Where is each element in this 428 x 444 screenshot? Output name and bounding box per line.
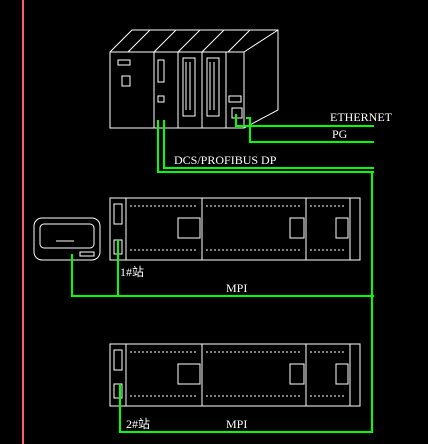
plc-station-2	[109, 343, 361, 407]
profibus-label: DCS/PROFIBUS DP	[174, 153, 277, 167]
profibus-cable	[157, 120, 374, 173]
mpi-trunk	[119, 172, 373, 433]
ethernet-cable	[235, 114, 374, 127]
mpi-label-2: MPI	[226, 417, 247, 431]
profibus-cable-2	[163, 120, 374, 169]
plc-cpu-rack	[109, 29, 279, 129]
pg-cable	[246, 117, 374, 143]
mpi-label-1: MPI	[226, 281, 247, 295]
plc-station-1	[109, 197, 361, 261]
hmi-panel	[33, 217, 101, 261]
mpi-cable	[71, 254, 374, 297]
pg-label: PG	[332, 127, 348, 141]
ethernet-label: ETHERNET	[330, 110, 393, 124]
station-2-label: 2#站	[126, 417, 150, 431]
station-1-label: 1#站	[120, 265, 144, 279]
